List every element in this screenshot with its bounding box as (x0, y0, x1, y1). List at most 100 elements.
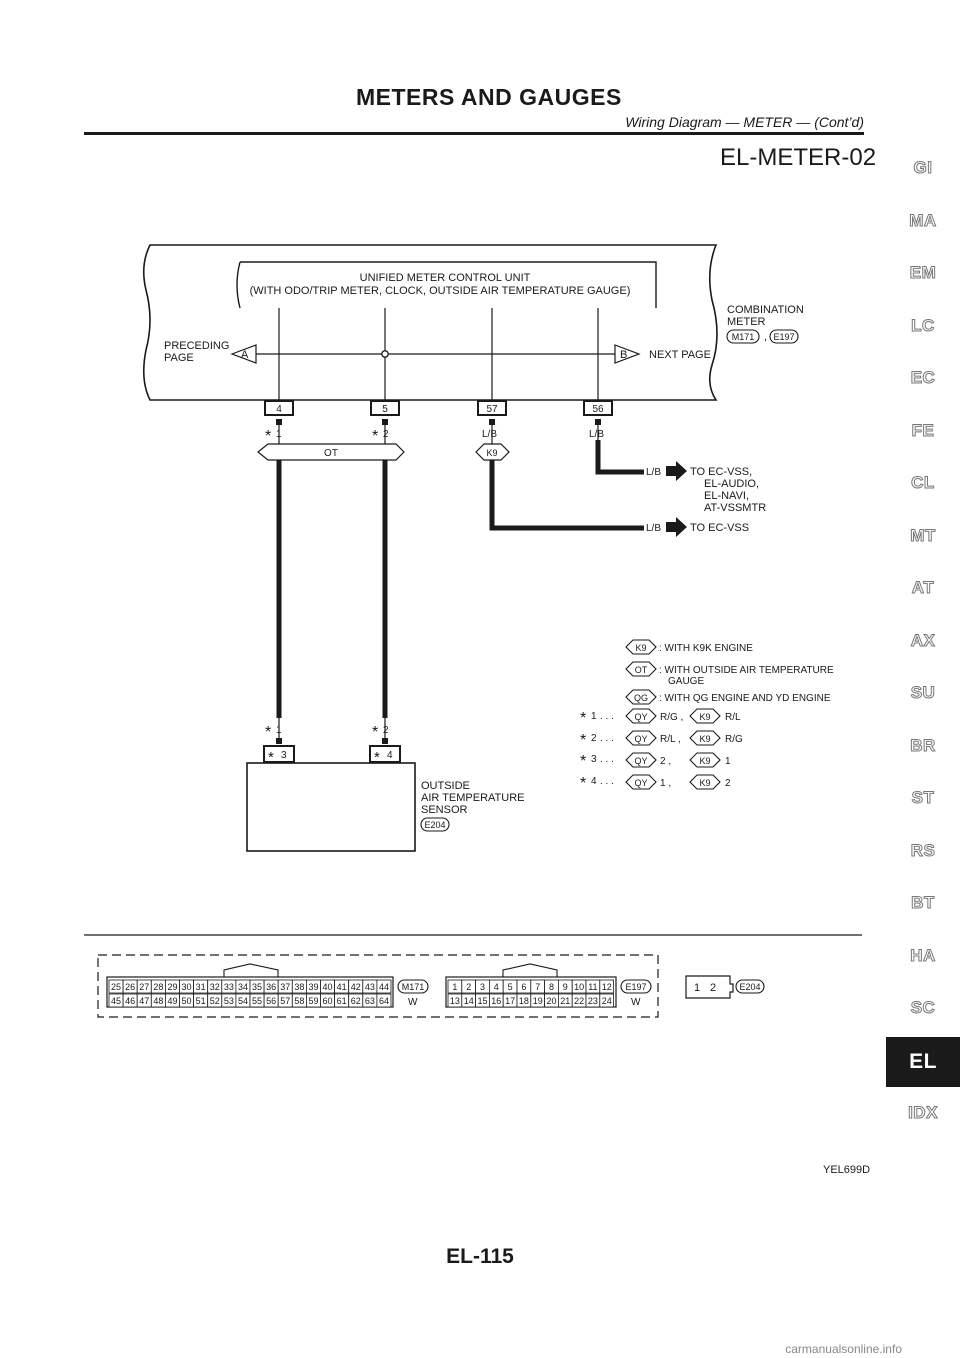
k9-option-tag (475, 443, 510, 461)
legend-ot-tag-text: OT (635, 665, 648, 675)
pin-box-4: 4 (264, 400, 294, 416)
section-tab-fe[interactable]: FE (911, 420, 935, 440)
combination-meter-name-1: COMBINATION (727, 304, 804, 316)
legend-row-3-k9-tag (689, 752, 721, 768)
legend-row-2-dots: . . . (600, 733, 614, 744)
section-tab-em[interactable]: EM (909, 263, 937, 283)
connector-m171-tag-text: M171 (402, 982, 425, 992)
wire-mark-star-2a: * (372, 428, 378, 445)
section-tab-cl[interactable]: CL (911, 473, 935, 493)
m171-pin-35: 35 (252, 982, 262, 992)
m171-pin-30: 30 (182, 982, 192, 992)
legend-k9-tag (625, 639, 657, 655)
section-tab-br[interactable]: BR (910, 735, 936, 755)
connector-tag-e204-text: E204 (424, 820, 445, 830)
e197-pin-14: 14 (464, 996, 474, 1006)
wire-mark-star-2b: * (372, 724, 378, 741)
section-tab-el[interactable]: EL (886, 1036, 960, 1087)
m171-pin-26: 26 (125, 982, 135, 992)
section-tab-st[interactable]: ST (911, 788, 935, 808)
connector-e204-pin-1: 1 (694, 982, 700, 994)
sensor-pin-box-3: * 3 (263, 745, 295, 766)
diagram-title: EL-METER-02 (720, 144, 877, 171)
legend-row-4-qy-text: QY (634, 778, 647, 788)
section-tab-ma[interactable]: MA (909, 210, 937, 230)
section-tab-rs[interactable]: RS (910, 840, 936, 860)
e197-pin-2: 2 (466, 982, 471, 992)
ot-option-bar (257, 443, 405, 461)
legend-row-1: * 1 . . . QY R/G , K9 R/L (580, 708, 741, 727)
section-tab-su[interactable]: SU (910, 683, 936, 703)
e197-pin-9: 9 (563, 982, 568, 992)
m171-pin-58: 58 (294, 996, 304, 1006)
e197-pin-16: 16 (491, 996, 501, 1006)
terminal-square-5 (382, 419, 388, 425)
legend-row-1-num: 1 (591, 711, 597, 722)
sensor-label-1: OUTSIDE (421, 780, 470, 792)
e197-cell-12 (599, 979, 614, 994)
m171-pin-43: 43 (365, 982, 375, 992)
legend-row-4-k9-val: 2 (725, 778, 731, 789)
section-tab-idx[interactable]: IDX (908, 1103, 938, 1123)
dest-1-arrow-icon (666, 461, 687, 481)
m171-pin-55: 55 (252, 996, 262, 1006)
terminal-square-s3 (276, 738, 282, 744)
m171-pin-47: 47 (139, 996, 149, 1006)
connector-e204-tag (735, 979, 765, 994)
section-tab-gi[interactable]: GI (913, 158, 933, 178)
legend-row-2-k9-text: K9 (699, 734, 710, 744)
section-tab-bt[interactable]: BT (911, 893, 935, 913)
legend-qg-tag-text: QG (634, 693, 648, 703)
bus-junction-dot (381, 350, 389, 358)
dest-1-line-1: TO EC-VSS, (690, 466, 752, 478)
wire-mark-star-1a: * (265, 428, 271, 445)
dest-1-line-2: EL-AUDIO, (704, 478, 759, 490)
e197-pin-20: 20 (546, 996, 556, 1006)
sensor-pin-label-4: 4 (387, 750, 393, 761)
section-tab-lc[interactable]: LC (911, 315, 935, 335)
section-tab-mt[interactable]: MT (910, 525, 936, 545)
e197-pin-8: 8 (549, 982, 554, 992)
e197-cell-24 (599, 993, 614, 1008)
m171-pin-27: 27 (139, 982, 149, 992)
m171-pin-57: 57 (280, 996, 290, 1006)
legend-row-1-k9-text: K9 (699, 712, 710, 722)
connector-tag-e197-text: E197 (773, 332, 794, 342)
sensor-label-3: SENSOR (421, 804, 468, 816)
e197-pin-21: 21 (560, 996, 570, 1006)
figure-code: YEL699D (823, 1164, 871, 1176)
terminal-square-57 (489, 419, 495, 425)
m171-pin-46: 46 (125, 996, 135, 1006)
e197-pin-17: 17 (505, 996, 515, 1006)
legend-row-3-qy-val: 2 , (660, 756, 671, 767)
legend-ot-text-1: : WITH OUTSIDE AIR TEMPERATURE (659, 665, 834, 676)
next-page-label: NEXT PAGE (649, 349, 711, 361)
legend-row-2-k9-val: R/G (725, 734, 743, 745)
section-tab-ha[interactable]: HA (910, 945, 936, 965)
section-tab-ec[interactable]: EC (910, 368, 936, 388)
m171-pin-64: 64 (379, 996, 389, 1006)
section-tab-sc[interactable]: SC (910, 998, 936, 1018)
m171-pin-49: 49 (167, 996, 177, 1006)
section-tab-at[interactable]: AT (911, 578, 935, 598)
e197-pin-24: 24 (602, 996, 612, 1006)
m171-pin-56: 56 (266, 996, 276, 1006)
legend-ot-text-2: GAUGE (668, 676, 704, 687)
m171-pin-50: 50 (182, 996, 192, 1006)
e197-pin-7: 7 (535, 982, 540, 992)
e197-pin-11: 11 (588, 982, 597, 992)
legend-qg-text: : WITH QG ENGINE AND YD ENGINE (659, 693, 831, 704)
combination-meter-outline (142, 244, 718, 401)
section-tab-ax[interactable]: AX (910, 630, 936, 650)
connector-separator: , (764, 331, 767, 343)
sensor-pin-label-3: 3 (281, 750, 287, 761)
pin-label-5: 5 (382, 404, 388, 415)
m171-pin-53: 53 (224, 996, 234, 1006)
connector-view-frame (97, 954, 659, 1018)
m171-pin-61: 61 (337, 996, 347, 1006)
pin-box-5: 5 (370, 400, 400, 416)
m171-pin-31: 31 (196, 982, 206, 992)
connector-e204-outline (685, 975, 734, 999)
